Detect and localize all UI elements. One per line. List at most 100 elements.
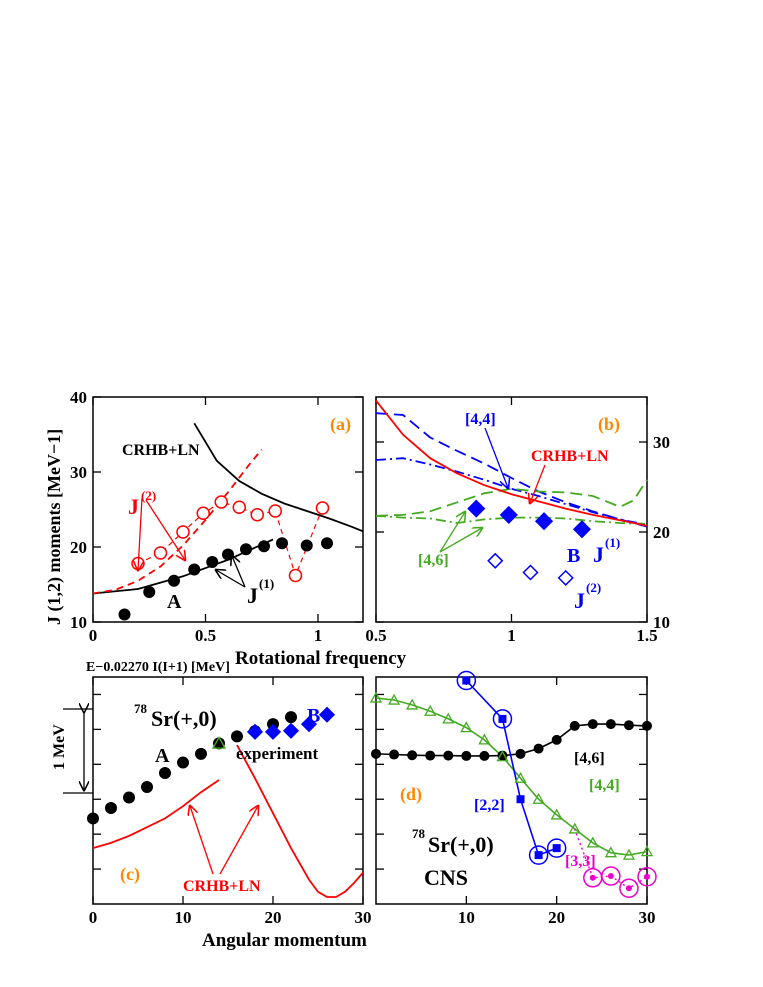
panel-b-44-label: [4,4] <box>465 411 496 428</box>
panel-b-j1-point <box>467 499 486 518</box>
panel-d-22-circle <box>528 845 549 865</box>
panel-d-22-point <box>462 676 471 685</box>
panel-d-44-point <box>406 698 419 710</box>
panel-d-44-point <box>586 836 599 848</box>
panel-d-46-point <box>407 750 418 761</box>
panel-c-band-a-point <box>177 756 189 769</box>
panel-c-crhb-low-curve <box>92 779 220 849</box>
panel-b-j1-point <box>572 520 592 539</box>
panel-a-xtick-label: 0.5 <box>195 626 216 645</box>
panel-b-j1-point <box>499 505 518 524</box>
scale-bar-label: 1 MeV <box>51 724 68 770</box>
panel-a-j2-point <box>268 504 282 518</box>
x-axis-label-bottom: Angular momentum <box>202 930 367 951</box>
panel-b-46-dashed-curve <box>375 479 648 517</box>
panel-d-xtick-label: 20 <box>548 908 565 927</box>
panel-c-crhb-high-curve <box>236 744 364 898</box>
panel-d-46-point <box>623 720 634 731</box>
panel-a-xtick-label: 0 <box>89 626 98 645</box>
panel-d-44-point <box>442 712 455 724</box>
panel-c-band-a-point <box>213 737 225 750</box>
panel-d-46-point <box>479 750 490 761</box>
panel-d-33-point <box>607 873 614 880</box>
panel-a-j2-point <box>214 495 228 509</box>
panel-d-tag: (d) <box>400 784 422 805</box>
panel-b-44-dashed-curve <box>375 412 648 528</box>
panel-a-j2-label: J <box>128 494 139 519</box>
panel-b-ytick-label: 20 <box>653 523 670 542</box>
panel-d-44-point <box>514 771 527 783</box>
panel-b-crhb-curve <box>375 400 648 527</box>
panel-b-band-label: B <box>567 545 580 567</box>
panel-a-j1-sup: (1) <box>259 576 274 591</box>
panel-d-44-point <box>387 693 401 705</box>
panel-a-ytick-label: 30 <box>70 463 87 482</box>
panel-d-44-point <box>604 846 617 858</box>
panel-c-exp-label: experiment <box>236 744 318 763</box>
panel-d-33-point <box>589 874 596 881</box>
panel-b-j2-point <box>487 552 504 569</box>
panel-a-j1-arrow-2 <box>232 556 246 588</box>
panel-a-j1-point <box>258 540 270 553</box>
panel-c-xtick-label: 0 <box>89 908 98 927</box>
panel-d-33-point <box>625 885 632 892</box>
panel-a-j1-point <box>222 548 234 561</box>
panel-a-j2-point <box>232 500 246 514</box>
panel-b-j2-sup: (2) <box>586 580 601 595</box>
panel-d-46-curve <box>375 723 648 757</box>
panel-d-44-curve <box>375 697 648 856</box>
panel-d-33-label: [3,3] <box>565 853 596 870</box>
panel-d-46-point <box>569 720 580 731</box>
panel-a-ytick-label: 20 <box>70 538 87 557</box>
panel-c-band-a-point <box>285 711 297 724</box>
panel-c-band-a-point <box>159 767 171 780</box>
panel-c-band-a-point <box>123 791 135 804</box>
panel-d-22-circle <box>456 670 477 691</box>
panel-c-curves <box>92 744 364 898</box>
panel-a-j1-point <box>143 586 156 598</box>
panel-b-tag: (b) <box>598 414 620 435</box>
panel-b-44-arrow <box>484 427 508 488</box>
panel-c-band-b-point <box>318 706 336 723</box>
panel-a-j1-point <box>206 556 219 568</box>
panel-a-tag: (a) <box>330 414 351 435</box>
panel-d-33-circle <box>619 878 639 899</box>
panel-a-j2-point <box>153 546 168 560</box>
panel-d-22-point <box>534 851 543 860</box>
panel-a-j2-arrow-1 <box>138 497 142 570</box>
panel-a-j2-arrow-2 <box>145 499 185 560</box>
panel-c-frame <box>92 676 364 905</box>
panel-c-xtick-label: 30 <box>355 908 372 927</box>
panel-d-46-point <box>533 743 544 754</box>
panel-d-46-point <box>551 734 562 745</box>
panel-a-ytick-label: 10 <box>70 613 87 632</box>
panel-b-ytick-label: 10 <box>653 613 670 632</box>
panel-d-mass-number: 78 <box>412 826 426 841</box>
panel-b-ytick-label: 30 <box>653 433 670 452</box>
panel-c-band-a-point <box>141 781 153 794</box>
panel-a-j1-point <box>118 608 131 621</box>
panel-a-j2-exp-line <box>137 501 324 578</box>
panel-a-crhb-label: CRHB+LN <box>122 442 200 459</box>
panel-c-points <box>87 706 336 825</box>
panel-c-crhb-arrow-1 <box>190 806 214 875</box>
panel-b-j1-label: J <box>593 542 604 567</box>
panel-d-46-label: [4,6] <box>574 750 605 767</box>
panel-b-44-dashdot-curve <box>375 457 648 526</box>
panel-d-44-point <box>532 792 545 804</box>
panel-c-tag: (c) <box>120 864 140 885</box>
y-axis-label-a: J (1,2) moments [MeV−1] <box>44 429 65 625</box>
panel-b-46-label: [4,6] <box>418 552 449 569</box>
panel-c-band-a-point <box>231 730 243 743</box>
panel-d-xtick-label: 30 <box>639 908 656 927</box>
panel-d-44-point <box>622 848 636 860</box>
panel-c-band-b-point <box>282 722 300 739</box>
panel-d-46-point <box>389 749 400 760</box>
panel-d-46-point <box>443 750 454 761</box>
panel-b-points <box>467 499 592 586</box>
panel-d-22-circle <box>492 709 513 729</box>
